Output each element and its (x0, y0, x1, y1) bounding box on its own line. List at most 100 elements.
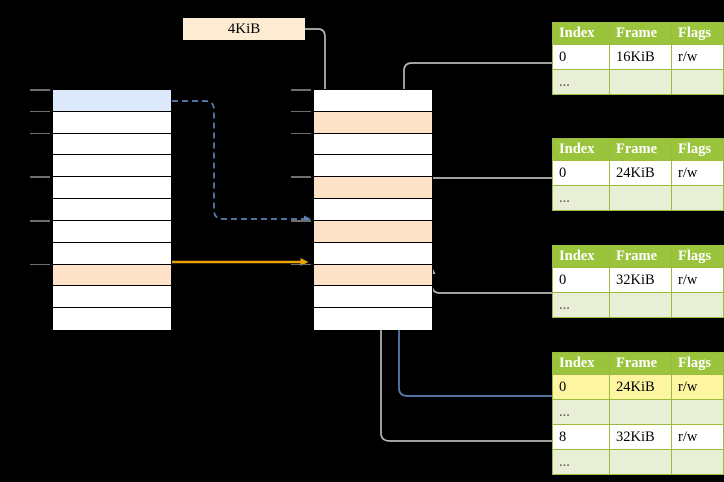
page-table-level-2-header-flags: Flags (671, 138, 724, 161)
page-table-level-1-header-frame: Frame (609, 22, 672, 45)
page-table-level-4-header-index: Index (552, 352, 610, 375)
page-table-level-1-row-0-frame: 16KiB (609, 44, 672, 70)
page-table-level-3-header-frame: Frame (609, 245, 672, 268)
page-table-level-1-row-1-index: ... (552, 69, 610, 95)
pmem-cell-6 (314, 220, 432, 243)
pmem-cell-3 (314, 155, 432, 178)
pmem-tick-6 (291, 219, 311, 222)
vaddr-tick-8 (30, 263, 50, 266)
page-table-level-3-row-1-index: ... (552, 292, 610, 318)
vaddr-tick-0 (30, 89, 50, 91)
page-table-level-4-row-2-index: 8 (552, 424, 610, 450)
page-table-level-2-row-0-frame: 24KiB (609, 160, 672, 186)
wire-l2-to-frame (420, 177, 552, 226)
vaddr-cell-6 (53, 220, 171, 243)
virtual-address-column (52, 89, 172, 330)
page-table-level-2-row-1[interactable]: ... (552, 185, 724, 211)
pmem-cell-7 (314, 242, 432, 265)
page-table-level-4-header-flags: Flags (671, 352, 724, 375)
page-table-level-2-row-1-index: ... (552, 185, 610, 211)
vaddr-cell-8 (53, 264, 171, 287)
page-table-level-1-row-1-flags (671, 69, 724, 95)
vaddr-tick-4 (30, 176, 50, 178)
pmem-cell-1 (314, 111, 432, 134)
page-table-level-4-row-1[interactable]: ... (552, 399, 724, 425)
page-table-level-4-row-1-frame (609, 399, 672, 425)
wire-l3-to-frame (428, 267, 552, 294)
page-table-level-3-row-1-frame (609, 292, 672, 318)
pmem-tick-2 (291, 132, 311, 135)
page-table-level-4-row-0-flags: r/w (671, 374, 724, 400)
vaddr-cell-5 (53, 199, 171, 221)
page-table-level-3-header-flags: Flags (671, 245, 724, 268)
vaddr-cell-2 (53, 133, 171, 156)
pmem-cell-0 (314, 90, 432, 112)
vaddr-tick-1 (30, 110, 50, 113)
pmem-tick-4 (291, 176, 311, 178)
page-table-level-4-row-3[interactable]: ... (552, 449, 724, 475)
page-table-level-3-row-1[interactable]: ... (552, 292, 724, 318)
pmem-tick-0 (291, 89, 311, 91)
page-table-level-2-row-0-index: 0 (552, 160, 610, 186)
page-table-level-3-row-0-frame: 32KiB (609, 267, 672, 293)
page-table-level-4-row-3-index: ... (552, 449, 610, 475)
pmem-cell-9 (314, 286, 432, 309)
page-table-level-2-row-0-flags: r/w (671, 160, 724, 186)
page-table-level-4-row-1-index: ... (552, 399, 610, 425)
page-table-level-4-header-frame: Frame (609, 352, 672, 375)
page-table-level-4-row-2-flags: r/w (671, 424, 724, 450)
page-table-level-4-row-3-frame (609, 449, 672, 475)
page-table-level-4-row-1-flags (671, 399, 724, 425)
page-table-level-4-row-2-frame: 32KiB (609, 424, 672, 450)
page-table-level-1-row-0-index: 0 (552, 44, 610, 70)
physical-memory-column (313, 89, 433, 330)
page-table-level-4-row-0-frame: 24KiB (609, 374, 672, 400)
vaddr-cell-10 (53, 308, 171, 330)
pmem-cell-2 (314, 133, 432, 156)
page-table-level-1-row-1-frame (609, 69, 672, 95)
vaddr-tick-2 (30, 132, 50, 135)
pmem-cell-8 (314, 264, 432, 287)
page-table-level-4-row-0-index: 0 (552, 374, 610, 400)
page-table-level-1-row-1[interactable]: ... (552, 69, 724, 95)
page-table-level-4-row-3-flags (671, 449, 724, 475)
vaddr-cell-0 (53, 90, 171, 112)
pmem-tick-8 (291, 263, 311, 266)
page-table-level-2-row-1-frame (609, 185, 672, 211)
vaddr-cell-1 (53, 111, 171, 134)
page-table-level-2-header-index: Index (552, 138, 610, 161)
vaddr-tick-6 (30, 219, 50, 222)
vaddr-cell-4 (53, 177, 171, 200)
page-table-level-3-row-1-flags (671, 292, 724, 318)
vaddr-cell-7 (53, 242, 171, 265)
page-size-label: 4KiB (183, 18, 305, 40)
vaddr-cell-9 (53, 286, 171, 309)
pmem-cell-4 (314, 177, 432, 200)
page-table-level-2-row-1-flags (671, 185, 724, 211)
page-table-level-3-row-0-index: 0 (552, 267, 610, 293)
page-table-level-1-row-0-flags: r/w (671, 44, 724, 70)
page-table-level-3-header-index: Index (552, 245, 610, 268)
pmem-tick-1 (291, 110, 311, 113)
page-table-level-1-header-index: Index (552, 22, 610, 45)
pmem-cell-10 (314, 308, 432, 330)
page-table-level-3-row-0-flags: r/w (671, 267, 724, 293)
pmem-cell-5 (314, 199, 432, 221)
page-table-level-1-header-flags: Flags (671, 22, 724, 45)
wire-vaddr-to-frame-dashed (172, 100, 311, 223)
vaddr-cell-3 (53, 155, 171, 178)
